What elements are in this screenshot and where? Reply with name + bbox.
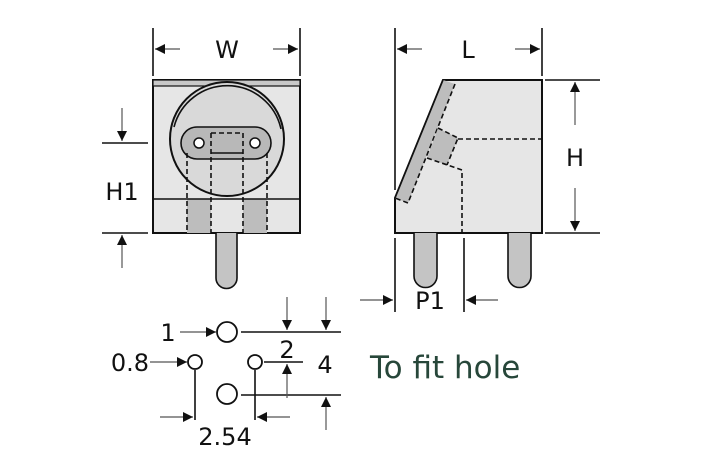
small-hole: [247, 354, 263, 370]
pin: [507, 233, 532, 289]
spacing-2: 2: [279, 336, 294, 364]
fit-hole-note: To fit hole: [369, 350, 520, 386]
lens-plate: [395, 80, 455, 203]
hole-pattern: [150, 297, 341, 430]
spacing-2-54: 2.54: [198, 423, 251, 451]
small-hole-dia: 0.8: [111, 349, 149, 377]
large-hole: [216, 383, 238, 405]
pin: [413, 233, 438, 289]
spacing-4: 4: [317, 351, 332, 379]
pin: [215, 233, 238, 290]
small-hole: [187, 354, 203, 370]
lead-hole: [249, 137, 261, 149]
pin-channel: [243, 199, 267, 233]
h1-label: H1: [105, 178, 138, 206]
large-hole: [216, 321, 238, 343]
side-view: [394, 79, 543, 289]
length-label: L: [461, 36, 475, 64]
lead-frame: [180, 126, 272, 160]
height-label: H: [566, 144, 584, 172]
width-label: W: [215, 36, 239, 64]
large-hole-dia: 1: [160, 319, 175, 347]
pitch-label: P1: [415, 287, 445, 315]
lead-hole: [193, 137, 205, 149]
front-view: [152, 79, 301, 290]
pin-channel: [187, 199, 211, 233]
